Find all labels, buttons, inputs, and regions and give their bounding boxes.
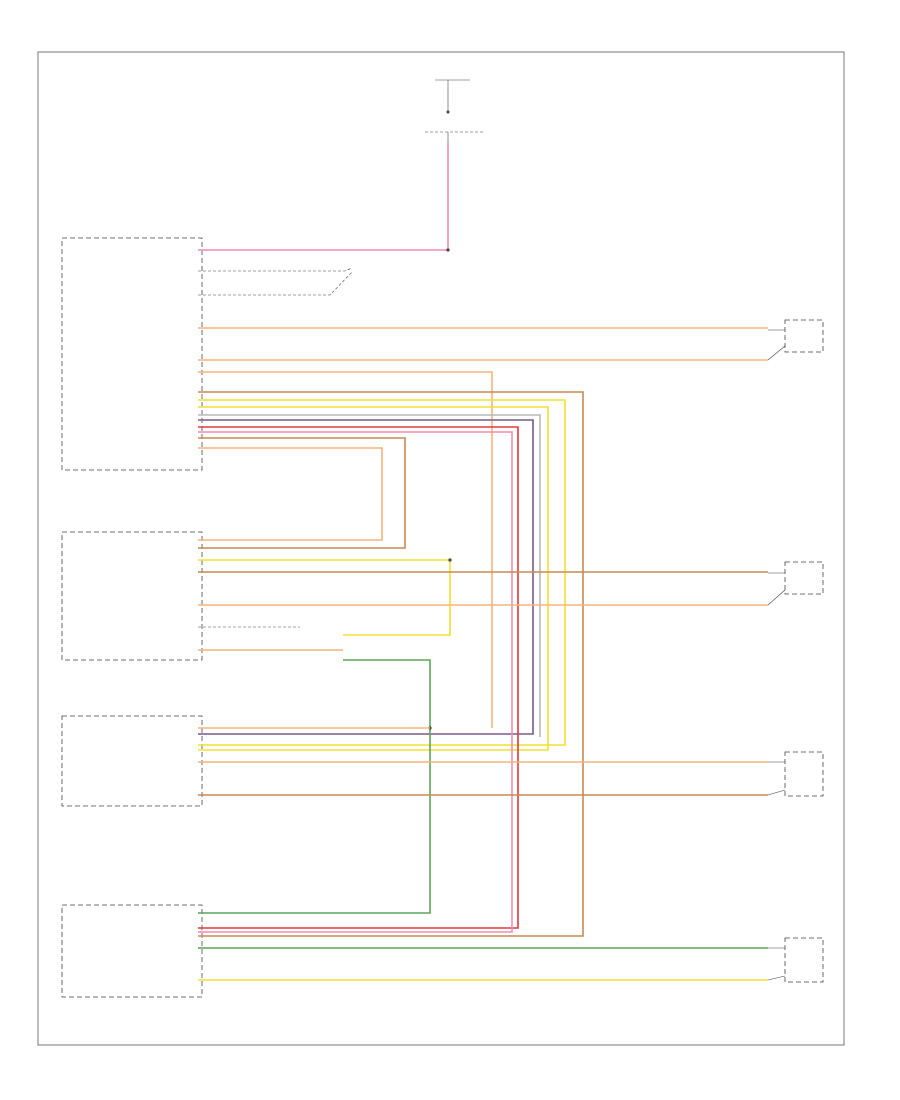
wire-lr-down-red: [198, 426, 519, 929]
wire-rr-down-gray: [198, 414, 541, 737]
motor-left-front: [767, 319, 824, 361]
wire-lr-up: [198, 391, 584, 937]
fuse-block: [425, 79, 485, 142]
wire-rr-down: [198, 419, 534, 735]
driver-master-switch-box: [61, 237, 203, 471]
wire-power-feed: [198, 142, 449, 251]
wire-lr-down-pink: [198, 431, 513, 933]
wire-rf-up: [198, 437, 406, 549]
right-rear-switch-box: [61, 715, 203, 807]
wire-lockout-to-rr: [198, 371, 493, 728]
wire-rr-up-2: [198, 406, 549, 751]
motor-right-rear: [767, 751, 824, 797]
passenger-front-switch-box: [61, 531, 203, 661]
wire-lockout-to-lr: [198, 659, 431, 914]
left-rear-switch-box: [61, 904, 203, 998]
wires: [198, 142, 768, 981]
wire-pass-feed: [198, 559, 451, 636]
motor-left-rear: [767, 937, 824, 983]
diagram-frame: [37, 51, 845, 1046]
wire-ground-1: [198, 267, 353, 272]
wire-ground-2: [198, 271, 353, 296]
wire-rf-down: [198, 447, 383, 541]
motor-right-front: [767, 561, 824, 606]
